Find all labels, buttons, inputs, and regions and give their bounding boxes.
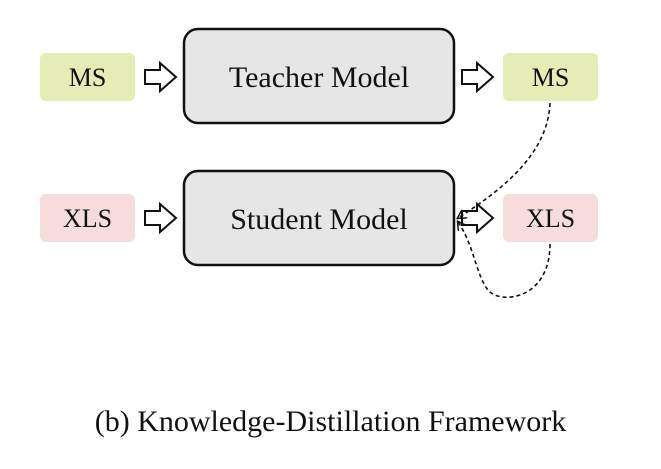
arrow-teacher-to-ms	[461, 60, 495, 94]
ms-input-label: MS	[69, 63, 107, 92]
dashed-path-student-output-to-student	[458, 222, 551, 298]
xls-output-label: XLS	[526, 204, 575, 233]
ms-input-box	[40, 53, 135, 101]
arrow-student-to-xls	[461, 201, 495, 235]
teacher-model-box	[182, 27, 456, 125]
student-model-label: Student Model	[230, 203, 408, 236]
arrow-ms-to-teacher	[144, 60, 178, 94]
dashed-path-teacher-output-to-student	[458, 102, 551, 218]
xls-output-box	[503, 194, 598, 242]
figure-caption: (b) Knowledge-Distillation Framework	[94, 405, 567, 438]
kd-framework-diagram: MS Teacher Model MS XLS Student Model XL…	[40, 27, 598, 298]
arrow-xls-to-student	[144, 201, 178, 235]
teacher-model-label: Teacher Model	[229, 61, 409, 94]
ms-output-box	[503, 53, 598, 101]
student-model-box	[182, 169, 456, 267]
ms-output-label: MS	[532, 63, 570, 92]
xls-input-box	[40, 194, 135, 242]
xls-input-label: XLS	[63, 204, 112, 233]
